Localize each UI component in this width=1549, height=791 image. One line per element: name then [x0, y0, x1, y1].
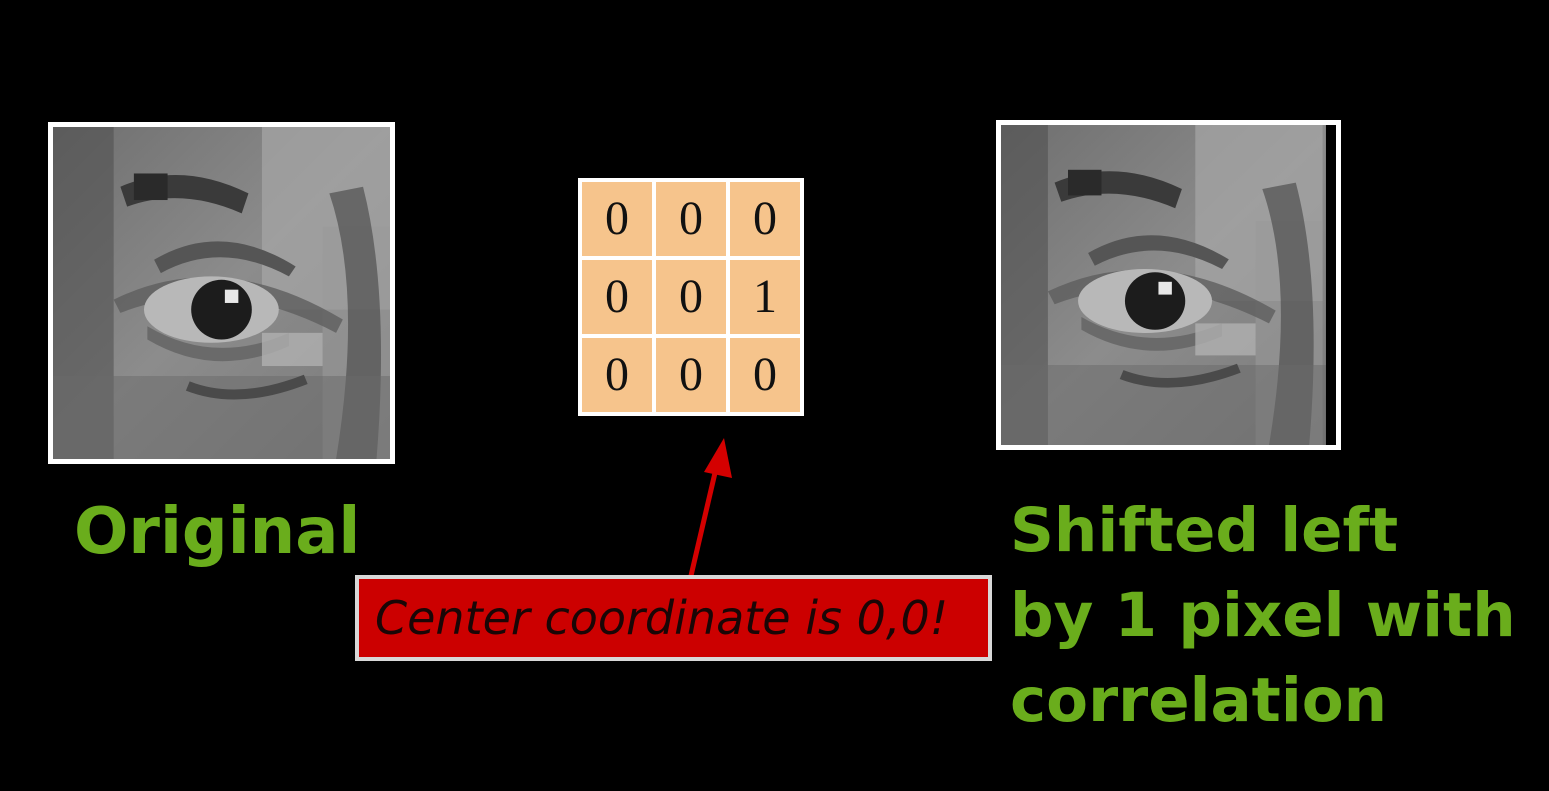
shifted-caption-line: Shifted left [1010, 495, 1399, 566]
original-caption: Original [74, 495, 361, 569]
shift-edge-column [1325, 125, 1336, 445]
callout-text: Center coordinate is 0,0! [375, 591, 949, 645]
arrow-head [704, 438, 732, 478]
kernel-cell: 0 [582, 260, 652, 334]
original-eye-image [48, 122, 395, 464]
kernel-cell: 0 [582, 338, 652, 412]
kernel-grid: 0 0 0 0 0 1 0 0 0 [578, 178, 804, 416]
kernel-cell: 0 [730, 338, 800, 412]
original-eye-picture [53, 127, 390, 459]
kernel-cell: 0 [656, 338, 726, 412]
kernel-cell: 0 [656, 182, 726, 256]
shifted-caption-line: correlation [1010, 665, 1388, 736]
shifted-caption-line: by 1 pixel with [1010, 580, 1516, 651]
center-coordinate-callout: Center coordinate is 0,0! [355, 575, 992, 661]
shifted-caption: Shifted left by 1 pixel with correlation [1010, 488, 1516, 743]
shifted-eye-picture [1001, 125, 1336, 445]
shifted-eye-image [996, 120, 1341, 450]
kernel-cell-center: 0 [656, 260, 726, 334]
kernel-cell: 0 [582, 182, 652, 256]
arrow-shaft [687, 459, 721, 581]
kernel-cell: 0 [730, 182, 800, 256]
pointer-arrow [687, 438, 732, 581]
kernel-cell: 1 [730, 260, 800, 334]
